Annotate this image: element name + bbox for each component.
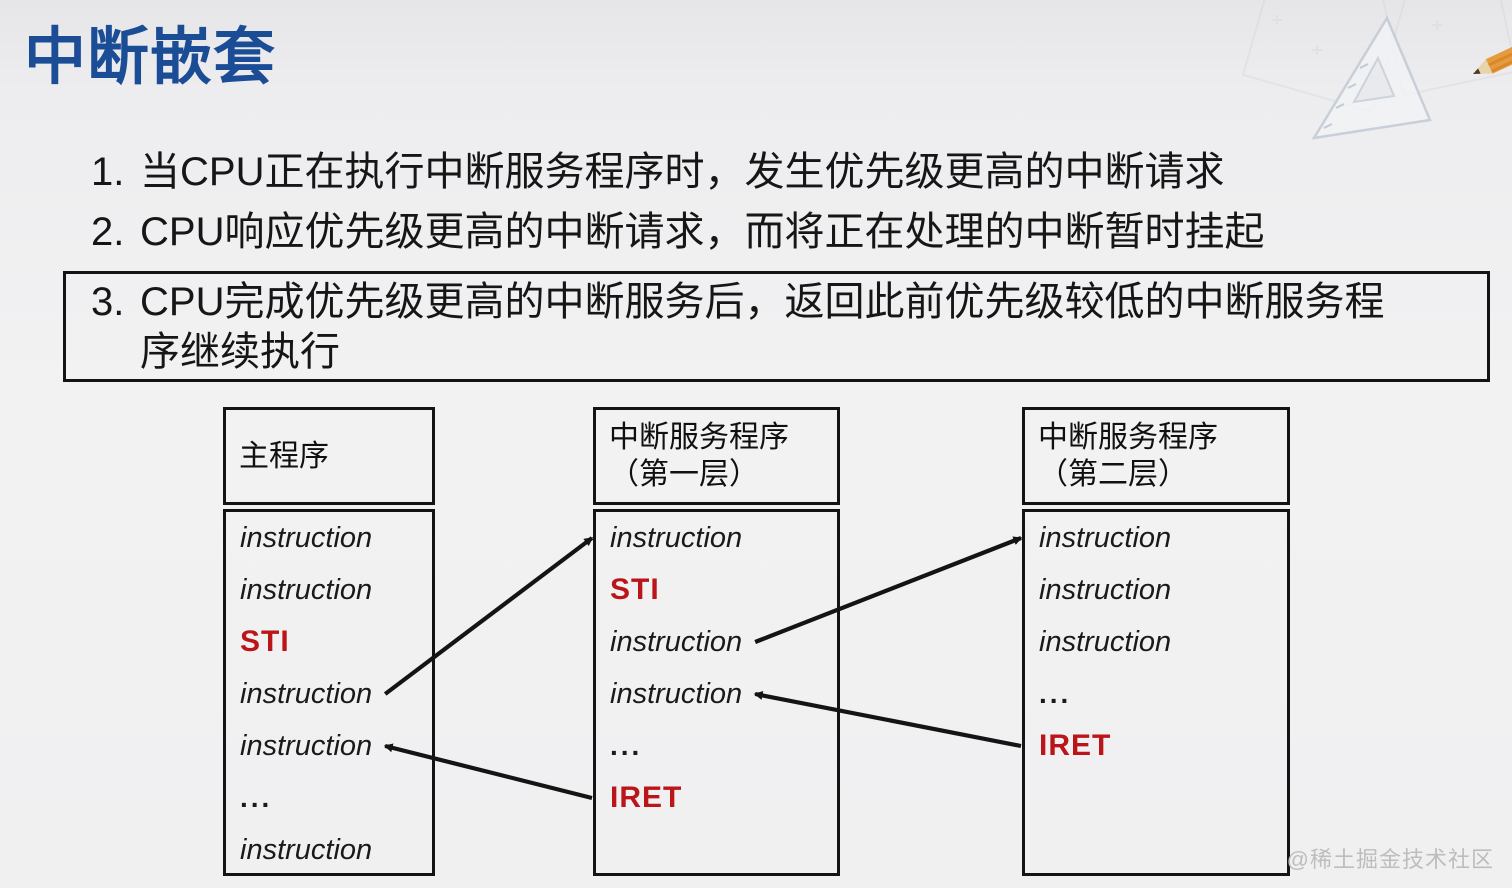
code-row-text: instruction <box>240 521 373 554</box>
code-row: ... <box>1025 668 1287 720</box>
list-item-number: 1. <box>91 150 125 194</box>
code-row: instruction <box>226 824 432 876</box>
code-row: ... <box>596 720 837 772</box>
code-row: instruction <box>1025 616 1287 668</box>
code-row-text: instruction <box>240 729 373 762</box>
list-item-number: 2. <box>91 210 125 254</box>
page-title: 中断嵌套 <box>24 23 277 92</box>
code-row-text: instruction <box>1039 625 1172 658</box>
code-row: IRET <box>596 772 837 824</box>
column-header-line: 中断服务程序 <box>1038 421 1218 454</box>
pencil-icon <box>1473 32 1512 74</box>
list-item-number: 3. <box>91 280 125 324</box>
code-row-text: IRET <box>610 781 683 814</box>
column-header-line: （第二层） <box>1038 458 1188 491</box>
list-item: 3. CPU完成优先级更高的中断服务后，返回此前优先级较低的中断服务程序继续执行 <box>63 271 1490 382</box>
code-row: IRET <box>1025 720 1287 772</box>
code-row: instruction <box>226 668 432 720</box>
column-header: 主程序 <box>223 407 435 505</box>
code-row: instruction <box>226 564 432 616</box>
code-row-text: ... <box>1039 678 1072 709</box>
column-header-line: 主程序 <box>239 439 329 473</box>
code-row-text: STI <box>610 573 660 606</box>
column-body: instruction instruction STI instruction … <box>223 509 435 876</box>
code-row-text: instruction <box>610 521 743 554</box>
list-item-text: CPU完成优先级更高的中断服务后，返回此前优先级较低的中断服务程序继续执行 <box>140 280 1385 374</box>
code-row: STI <box>596 564 837 616</box>
code-row-text: STI <box>240 625 290 658</box>
list-item-text: 当CPU正在执行中断服务程序时，发生优先级更高的中断请求 <box>140 150 1225 194</box>
column-header-line: 中断服务程序 <box>609 421 789 454</box>
numbered-list: 1. 当CPU正在执行中断服务程序时，发生优先级更高的中断请求 2. CPU响应… <box>63 142 1491 382</box>
code-row-text: IRET <box>1039 729 1112 762</box>
code-row-text: ... <box>240 782 273 813</box>
program-column-isr-level-2: 中断服务程序 （第二层） instruction instruction inst… <box>1022 407 1290 876</box>
code-row-text: instruction <box>240 573 373 606</box>
code-row-text: instruction <box>1039 573 1172 606</box>
code-row-text: ... <box>610 730 643 761</box>
code-row-text: instruction <box>1039 521 1172 554</box>
drafting-tools-decoration <box>1242 0 1512 140</box>
set-square-icon <box>1311 15 1432 140</box>
code-row: instruction <box>596 616 837 668</box>
list-item: 2. CPU响应优先级更高的中断请求，而将正在处理的中断暂时挂起 <box>63 202 1491 262</box>
column-header: 中断服务程序 （第一层） <box>593 407 840 505</box>
code-row: ... <box>226 772 432 824</box>
code-row: instruction <box>1025 564 1287 616</box>
code-row: instruction <box>596 668 837 720</box>
column-body: instruction STI instruction instruction … <box>593 509 840 876</box>
code-row-text: instruction <box>610 677 743 710</box>
watermark: @稀土掘金技术社区 <box>1286 847 1494 872</box>
code-row: instruction <box>226 720 432 772</box>
code-row-text: instruction <box>610 625 743 658</box>
code-row: STI <box>226 616 432 668</box>
program-column-main-program: 主程序 instruction instruction STI instruct… <box>223 407 435 876</box>
code-row-text: instruction <box>240 833 373 866</box>
column-body: instruction instruction instruction ... … <box>1022 509 1290 876</box>
code-row: instruction <box>596 512 837 564</box>
code-row: instruction <box>1025 512 1287 564</box>
column-header: 中断服务程序 （第二层） <box>1022 407 1290 505</box>
code-row: instruction <box>226 512 432 564</box>
list-item: 1. 当CPU正在执行中断服务程序时，发生优先级更高的中断请求 <box>63 142 1491 202</box>
column-header-line: （第一层） <box>609 458 759 491</box>
program-column-isr-level-1: 中断服务程序 （第一层） instruction STI instruction … <box>593 407 840 876</box>
list-item-text: CPU响应优先级更高的中断请求，而将正在处理的中断暂时挂起 <box>140 210 1265 254</box>
code-row-text: instruction <box>240 677 373 710</box>
